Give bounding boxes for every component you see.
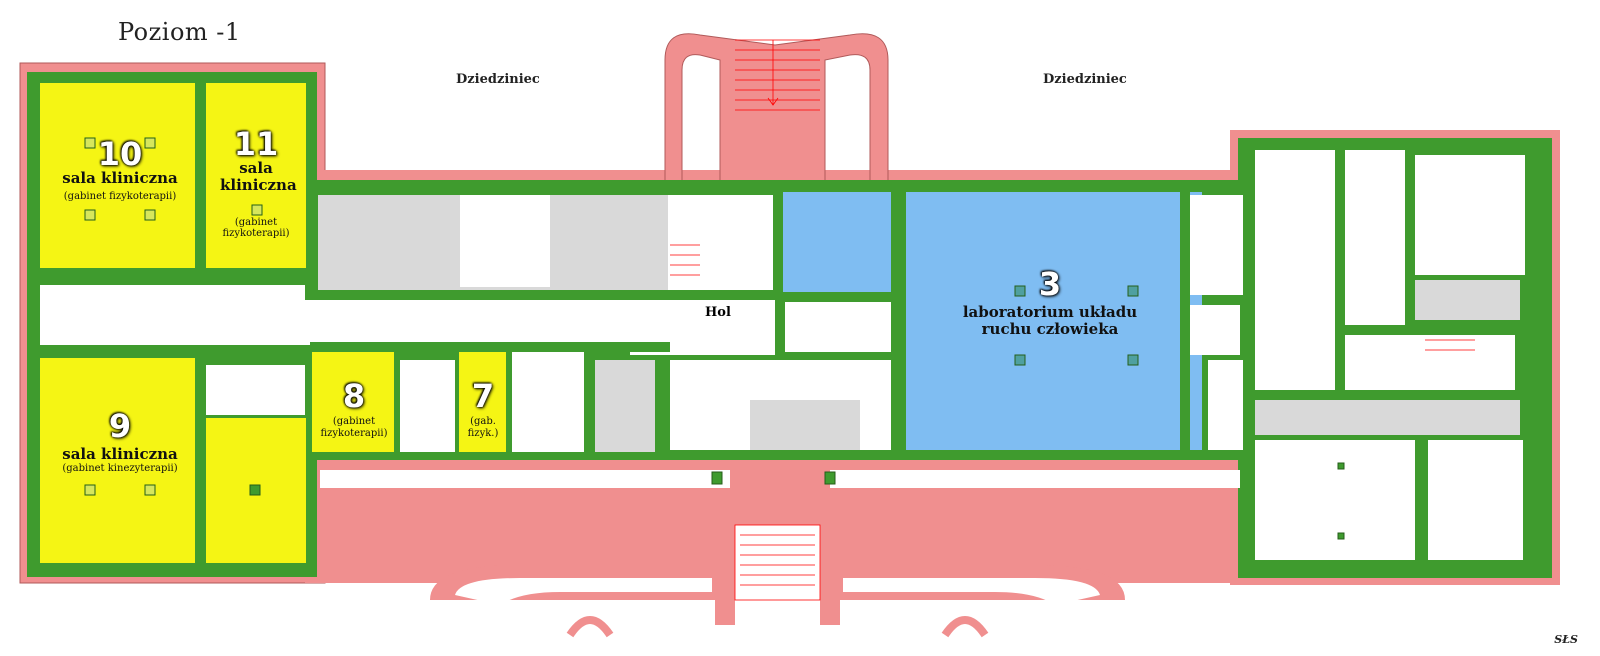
interior-spaces bbox=[40, 150, 1525, 560]
pillars bbox=[84, 137, 1345, 540]
room-10-detail: (gabinet fizykoterapii) bbox=[63, 191, 177, 203]
room-8-label: 8 (gabinet fizykoterapii) bbox=[312, 380, 396, 439]
room-10-name: sala kliniczna bbox=[62, 169, 178, 187]
hall-label: Hol bbox=[705, 305, 731, 320]
courtyard-right-label: Dziedziniec bbox=[1043, 72, 1127, 87]
room-7-detail: (gab. fizyk.) bbox=[467, 416, 499, 439]
room-9-label: 9 sala kliniczna (gabinet kinezyterapii) bbox=[40, 410, 200, 475]
stairs bbox=[670, 39, 1475, 586]
room-9-number: 9 bbox=[108, 407, 132, 445]
room-3-label: 3 laboratorium układu ruchu człowieka bbox=[940, 268, 1160, 339]
room-9-name: sala kliniczna bbox=[62, 445, 178, 463]
partition-walls bbox=[30, 80, 1530, 565]
room-3-number: 3 bbox=[1038, 265, 1062, 303]
room-10-label: 10 sala kliniczna (gabinet fizykoterapii… bbox=[40, 138, 200, 203]
terrace bbox=[320, 470, 1240, 638]
room-3-name: laboratorium układu ruchu człowieka bbox=[962, 303, 1138, 339]
room-7-label: 7 (gab. fizyk.) bbox=[457, 380, 509, 439]
room-10-number: 10 bbox=[97, 135, 143, 173]
author-signature: SŁS bbox=[1554, 633, 1578, 646]
room-9-detail: (gabinet kinezyterapii) bbox=[62, 463, 178, 475]
clinic-rooms bbox=[40, 83, 506, 563]
lab-room bbox=[783, 192, 1202, 450]
room-11-label: 11 sala kliniczna (gabinet fizykoterapii… bbox=[208, 128, 304, 240]
courtyard-left-label: Dziedziniec bbox=[456, 72, 540, 87]
room-11-name: sala kliniczna bbox=[220, 159, 297, 195]
room-11-detail: (gabinet fizykoterapii) bbox=[222, 216, 290, 240]
room-7-number: 7 bbox=[471, 377, 495, 415]
floor-title: Poziom -1 bbox=[118, 18, 241, 46]
room-11-number: 11 bbox=[233, 125, 279, 163]
room-8-detail: (gabinet fizykoterapii) bbox=[320, 416, 388, 439]
room-8-number: 8 bbox=[342, 377, 366, 415]
